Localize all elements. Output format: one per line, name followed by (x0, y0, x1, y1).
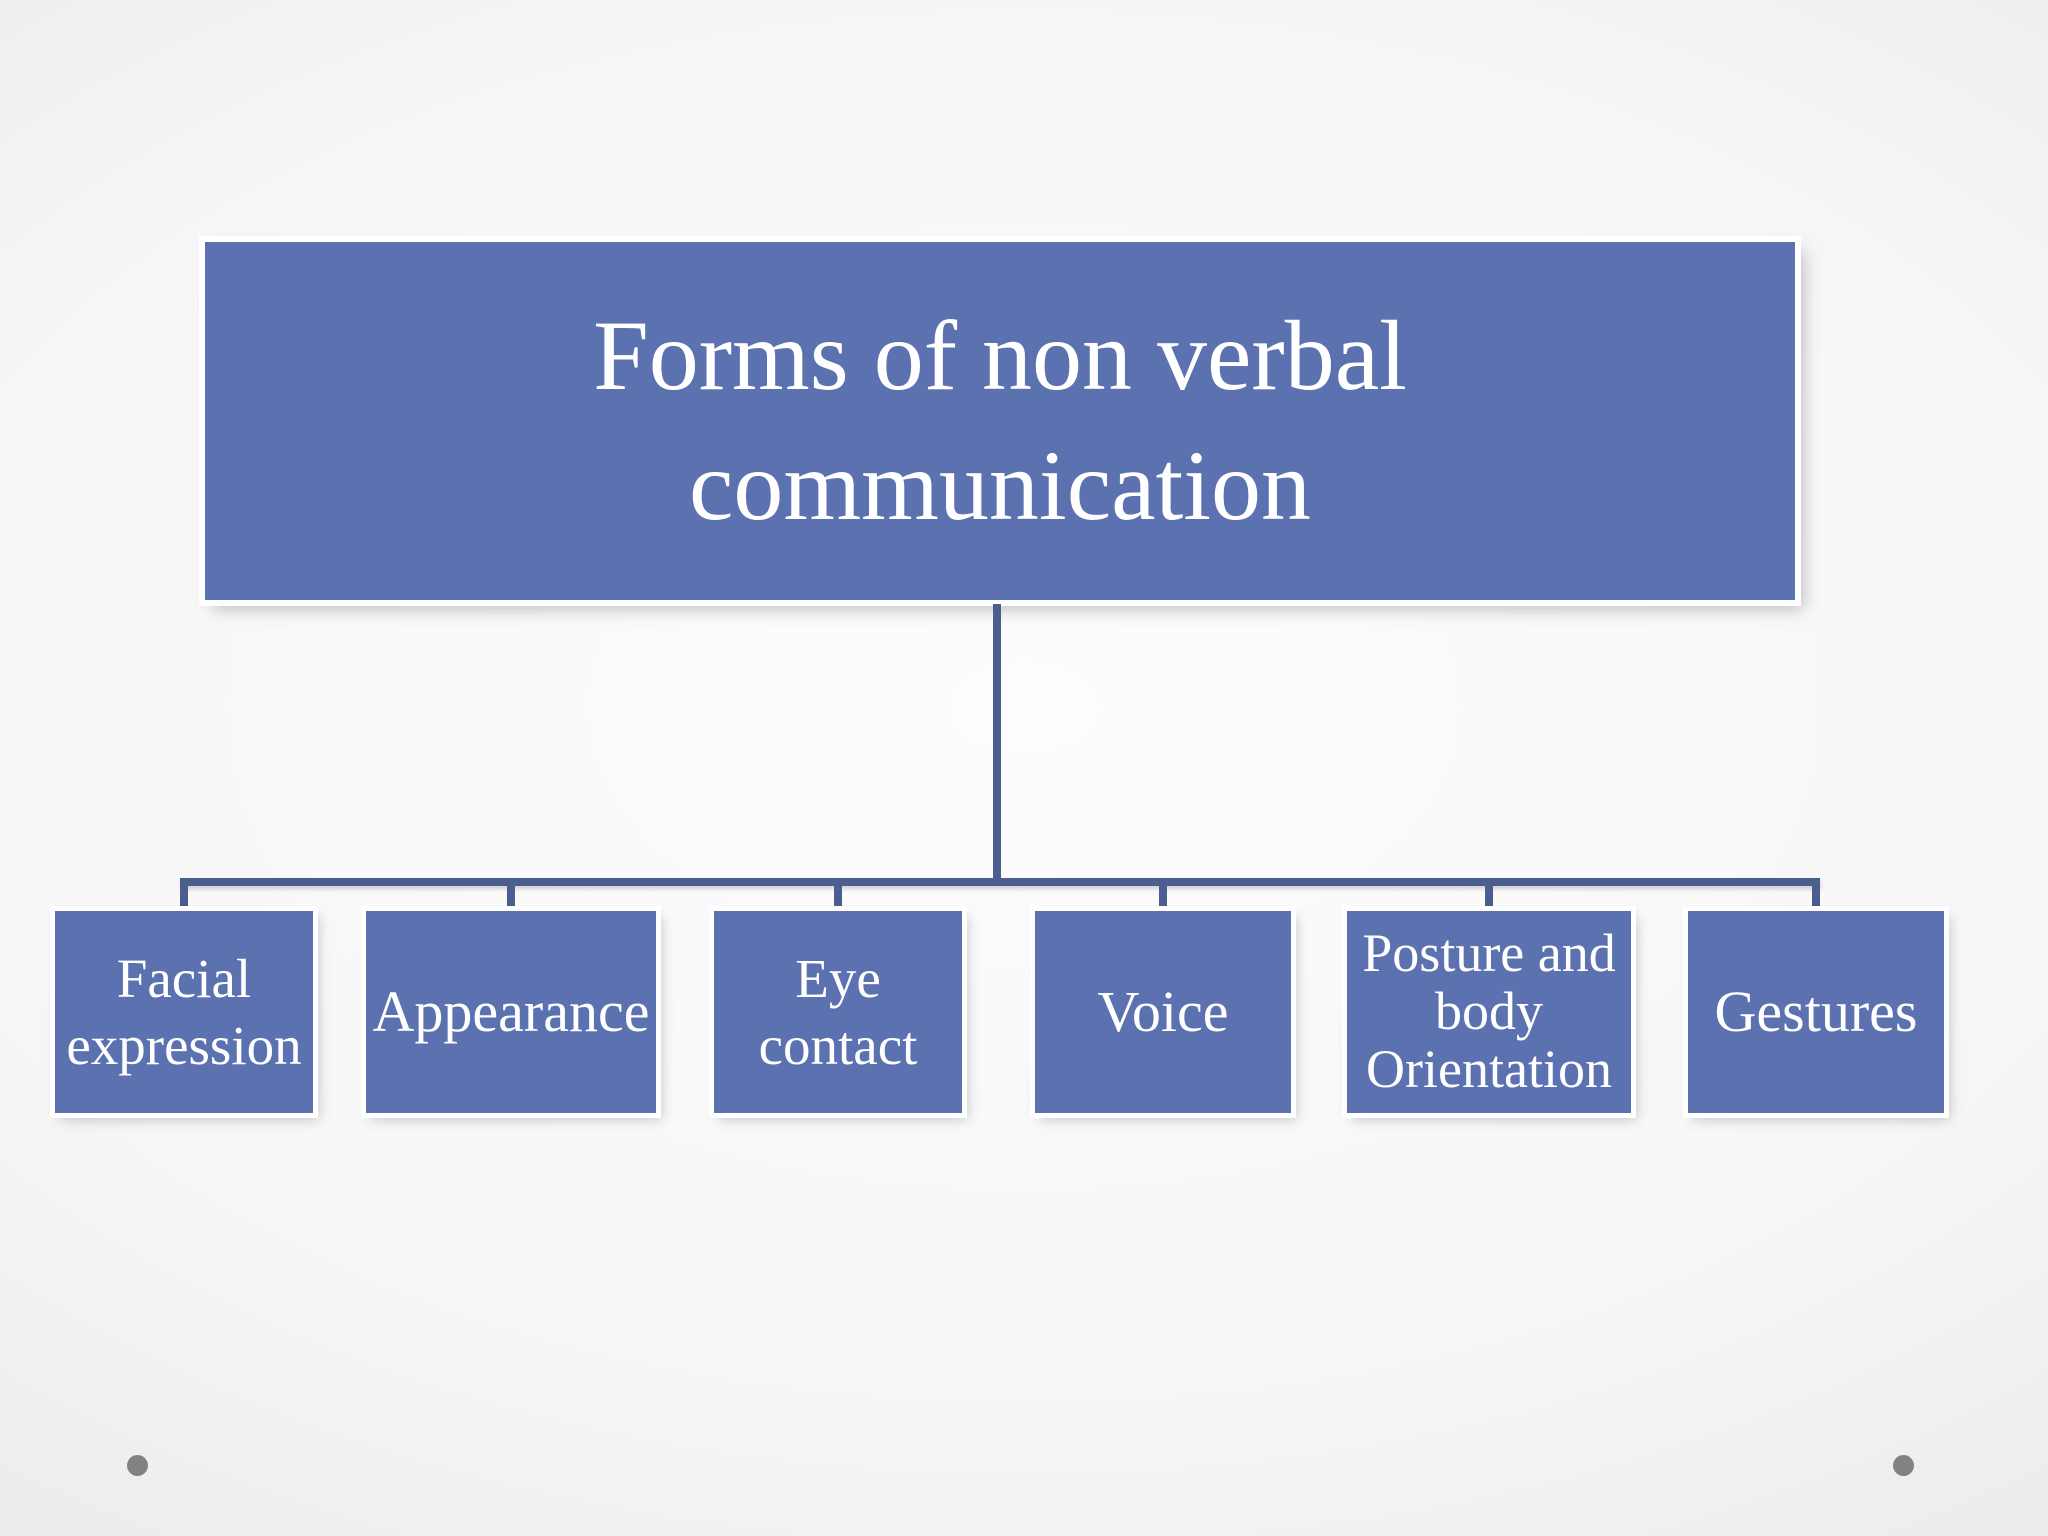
slide-decor-dot-right (1893, 1455, 1914, 1476)
connector-drop-gestures (1812, 886, 1820, 909)
node-label: Appearance (372, 978, 650, 1044)
node-appearance: Appearance (366, 911, 656, 1113)
node-gestures: Gestures (1688, 911, 1944, 1113)
node-facial-expression: Facial expression (55, 911, 313, 1113)
connector-drop-posture (1485, 886, 1493, 909)
connector-drop-facial-expression (180, 886, 188, 909)
connector-horizontal-rail (180, 878, 1820, 886)
node-posture-body-orientation: Posture and body Orientation (1347, 911, 1631, 1113)
connector-stem (993, 604, 1001, 885)
node-label: Facial expression (66, 947, 302, 1076)
node-label: Eye contact (758, 947, 918, 1076)
connector-drop-eye-contact (834, 886, 842, 909)
node-label: Gestures (1714, 978, 1918, 1044)
diagram-root-node-title: Forms of non verbal communication (205, 242, 1795, 600)
connector-drop-appearance (507, 886, 515, 909)
slide-decor-dot-left (127, 1455, 148, 1476)
node-eye-contact: Eye contact (714, 911, 962, 1113)
node-label: Voice (1097, 978, 1229, 1044)
node-voice: Voice (1035, 911, 1291, 1113)
title-text: Forms of non verbal communication (593, 300, 1407, 541)
node-label: Posture and body Orientation (1362, 923, 1616, 1099)
connector-drop-voice (1159, 886, 1167, 909)
